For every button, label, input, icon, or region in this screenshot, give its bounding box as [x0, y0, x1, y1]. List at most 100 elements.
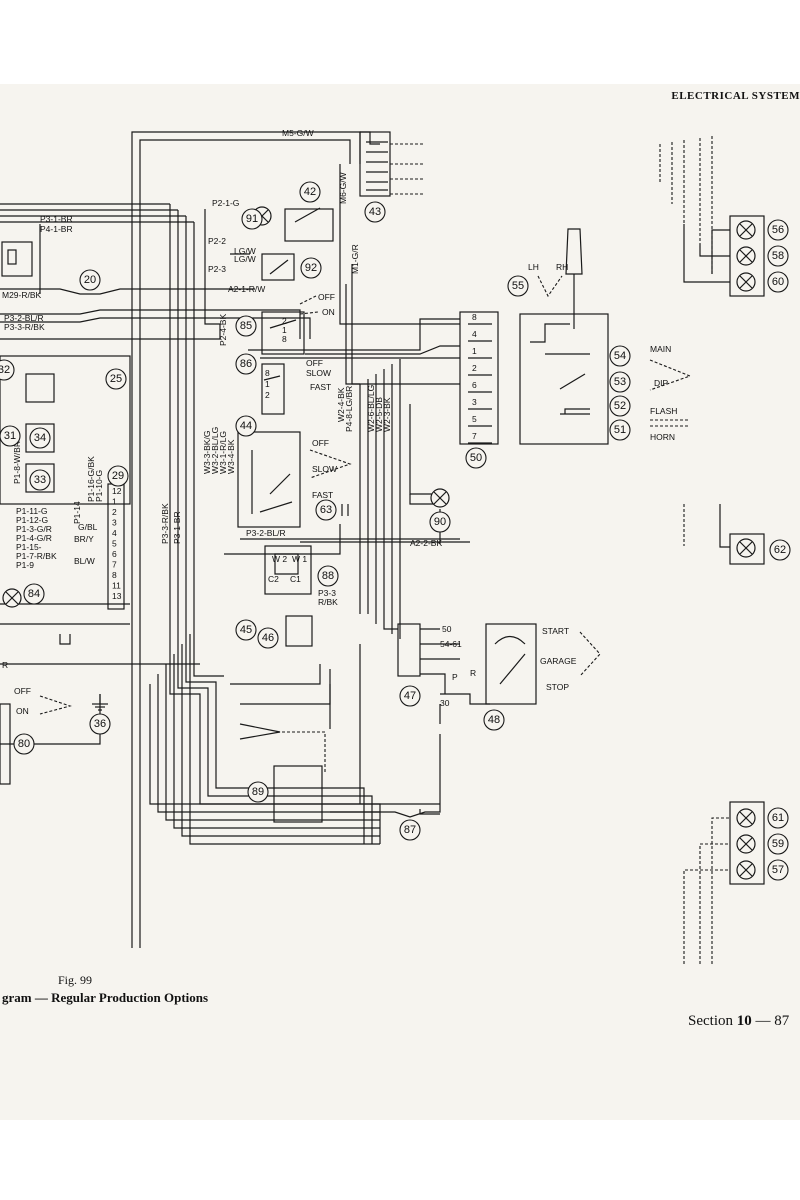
- label-slow-44: SLOW: [312, 464, 337, 474]
- component-ref-label-33: 33: [34, 474, 46, 486]
- component-ref-label-50: 50: [470, 452, 482, 464]
- component-ref-label-47: 47: [404, 690, 416, 702]
- component-ref-label-86: 86: [240, 358, 252, 370]
- connector-85-pin-0: 2: [282, 316, 287, 326]
- manual-page: ELECTRICAL SYSTEM: [0, 84, 800, 1120]
- component-ref-label-63: 63: [320, 504, 332, 516]
- component-ref-58: 58: [767, 245, 789, 267]
- component-ref-44: 44: [235, 415, 257, 437]
- wire-label-r: R: [2, 660, 8, 670]
- connector-29-pin-1: 1: [112, 497, 117, 507]
- connector-29-pin-8: 8: [112, 570, 117, 580]
- label-on-80: ON: [16, 706, 29, 716]
- label-start: START: [542, 626, 569, 636]
- component-ref-52: 52: [609, 395, 631, 417]
- wire-label-p2-2: P2-2: [208, 236, 226, 246]
- component-ref-57: 57: [767, 859, 789, 881]
- component-ref-label-29: 29: [112, 470, 124, 482]
- component-ref-label-55: 55: [512, 280, 524, 292]
- wire-label-blw: BL/W: [74, 556, 95, 566]
- label-off-86: OFF: [306, 358, 323, 368]
- component-ref-label-32: 32: [0, 364, 10, 376]
- wire-label-p3-1b: P3-1-BR: [172, 511, 182, 544]
- component-ref-label-57: 57: [772, 864, 784, 876]
- page-number: 87: [774, 1013, 790, 1029]
- connector-29-pin-6: 6: [112, 549, 117, 559]
- connector-50-pin-3: 2: [472, 363, 477, 373]
- component-ref-59: 59: [767, 833, 789, 855]
- footer-separator: —: [755, 1013, 771, 1029]
- wire-label-p1-16: P1-16-G/BK: [86, 456, 96, 502]
- component-ref-label-60: 60: [772, 276, 784, 288]
- lamp-90: [430, 488, 450, 508]
- lamp-62: [736, 538, 756, 558]
- wire-label-tp: P: [452, 672, 458, 682]
- wire-label-w2-4: W2-4-BK: [336, 387, 346, 422]
- wire-label-p1-14: P1-14: [72, 501, 82, 524]
- connector-29-pin-7: 7: [112, 560, 117, 570]
- component-ref-36: 36: [89, 713, 111, 735]
- component-ref-45: 45: [235, 619, 257, 641]
- wire-label-w3-3: W3-3-BK/G: [202, 431, 212, 474]
- component-ref-31: 31: [0, 425, 21, 447]
- connector-29-pin-3: 3: [112, 518, 117, 528]
- component-ref-label-90: 90: [434, 516, 446, 528]
- component-ref-54: 54: [609, 345, 631, 367]
- component-ref-label-48: 48: [488, 714, 500, 726]
- wire-label-p3-3r: P3-3-R/BK: [160, 503, 170, 544]
- connector-29-pin-2: 2: [112, 507, 117, 517]
- wire-label-w2t: W 2: [272, 554, 287, 564]
- connector-50-pin-1: 4: [472, 329, 477, 339]
- label-off-44: OFF: [312, 438, 329, 448]
- component-ref-63: 63: [315, 499, 337, 521]
- wire-label-w2-6: W2-6-BL/LG: [366, 385, 376, 432]
- component-ref-label-56: 56: [772, 224, 784, 236]
- wire-label-c2: C2: [268, 574, 279, 584]
- component-ref-92: 92: [300, 257, 322, 279]
- label-stop: STOP: [546, 682, 569, 692]
- component-ref-50: 50: [465, 447, 487, 469]
- component-ref-label-80: 80: [18, 738, 30, 750]
- wire-label-p1-11: P1-11-G: [16, 506, 48, 516]
- lamp-59: [736, 834, 756, 854]
- wire-label-p1-12: P1-12-G: [16, 515, 48, 525]
- component-ref-label-62: 62: [774, 544, 786, 556]
- wire-label-rbk: R/BK: [318, 597, 338, 607]
- wire-label-p3-3b: P3-3: [318, 588, 336, 598]
- lamp-61: [736, 808, 756, 828]
- figure-number: Fig. 99: [58, 973, 93, 987]
- wire-label-p1-9: P1-9: [16, 560, 34, 570]
- wire-label-w2-5: W2-5-DB: [374, 397, 384, 432]
- connector-29-pin-9: 11: [112, 581, 121, 591]
- component-ref-label-45: 45: [240, 624, 252, 636]
- wire-label-w3-4: W3-4-BK: [226, 439, 236, 474]
- label-rh: RH: [556, 262, 568, 272]
- label-fast-44: FAST: [312, 490, 333, 500]
- wire-label-p4-8: P4-8-LG/BR: [344, 386, 354, 432]
- component-ref-label-91: 91: [246, 213, 258, 225]
- wire-label-a2-1: A2-1-R/W: [228, 284, 265, 294]
- connector-86-pin-0: 8: [265, 368, 270, 378]
- connector-86-pin-2: 2: [265, 390, 270, 400]
- wire-label-p1-8: P1-8-W/BR: [12, 441, 22, 484]
- component-ref-label-46: 46: [262, 632, 274, 644]
- connector-50-pin-6: 5: [472, 414, 477, 424]
- component-ref-29: 29: [107, 465, 129, 487]
- label-flash: FLASH: [650, 406, 677, 416]
- wire-label-gbl: G/BL: [78, 522, 98, 532]
- section-number: 10: [736, 1013, 752, 1029]
- label-garage: GARAGE: [540, 656, 577, 666]
- wire-label-p1-7: P1-7-R/BK: [16, 551, 57, 561]
- wire-label-p2-1: P2-1-G: [212, 198, 239, 208]
- label-lh: LH: [528, 262, 539, 272]
- component-ref-62: 62: [769, 539, 791, 561]
- component-ref-47: 47: [399, 685, 421, 707]
- wire-label-lgw1: LG/W: [234, 246, 256, 256]
- wire-label-p1-15: P1-15-: [16, 542, 42, 552]
- wire-label-tr: R: [470, 668, 476, 678]
- component-ref-label-54: 54: [614, 350, 626, 362]
- component-ref-46: 46: [257, 627, 279, 649]
- connector-50-pin-4: 6: [472, 380, 477, 390]
- component-ref-91: 91: [241, 208, 263, 230]
- component-ref-48: 48: [483, 709, 505, 731]
